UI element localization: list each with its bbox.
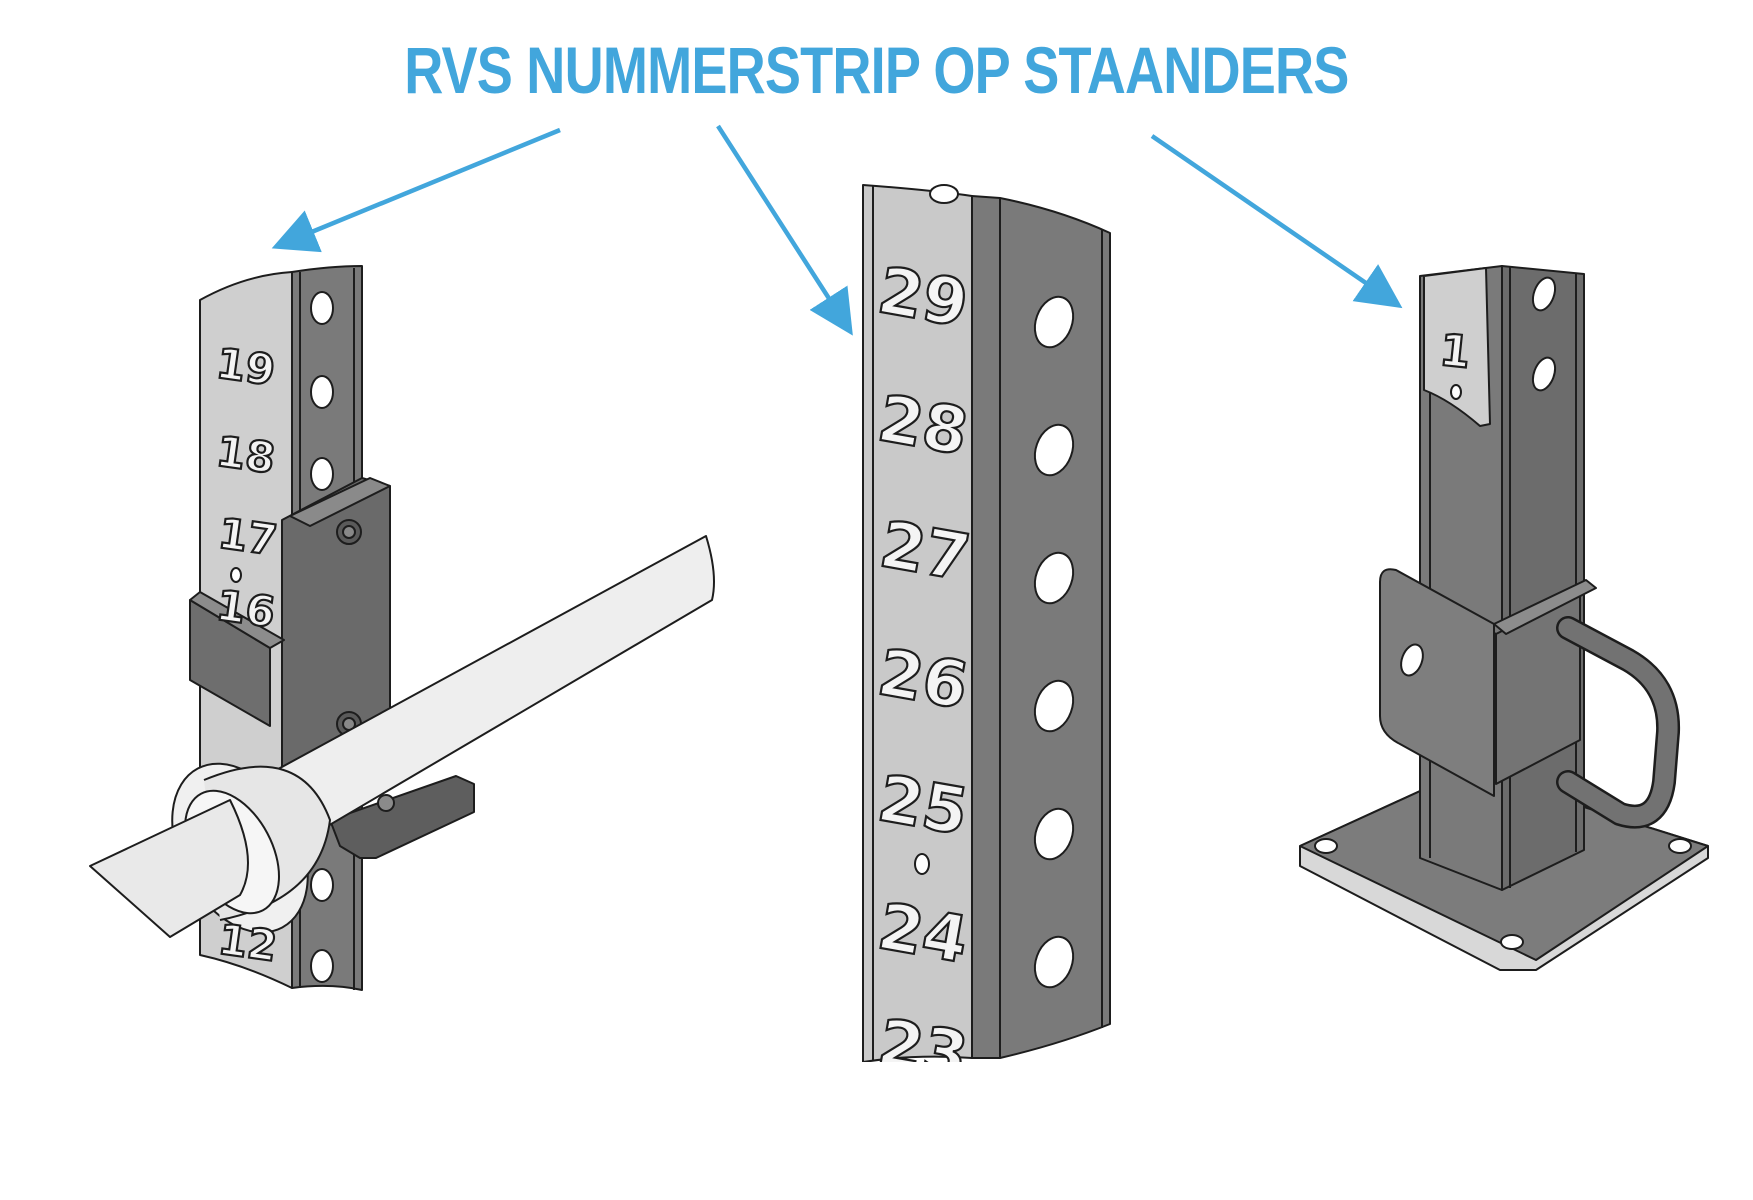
left-number: 17 — [215, 508, 280, 565]
right-post-numbers: 1 — [1436, 324, 1474, 380]
right-post — [1299, 265, 1709, 971]
center-number: 27 — [875, 508, 976, 596]
callout-arrows — [271, 124, 1403, 336]
center-number: 29 — [873, 254, 974, 342]
center-number: 25 — [873, 762, 974, 850]
arrow-left — [271, 127, 561, 253]
left-number: 16 — [213, 580, 278, 637]
left-number: 12 — [215, 914, 280, 971]
center-number: 24 — [873, 890, 974, 978]
center-post — [862, 184, 1111, 1063]
left-number: 18 — [213, 426, 278, 483]
center-number: 26 — [873, 636, 974, 724]
center-number: 28 — [873, 382, 974, 470]
right-number: 1 — [1437, 325, 1473, 379]
left-post-numbers: 19 18 17 16 12 — [212, 337, 281, 972]
arrow-center — [716, 124, 853, 336]
left-post — [89, 265, 715, 991]
left-number: 19 — [213, 338, 278, 395]
diagram-title: RVS NUMMERSTRIP OP STAANDERS — [404, 33, 1349, 107]
arrow-right — [1150, 134, 1403, 309]
